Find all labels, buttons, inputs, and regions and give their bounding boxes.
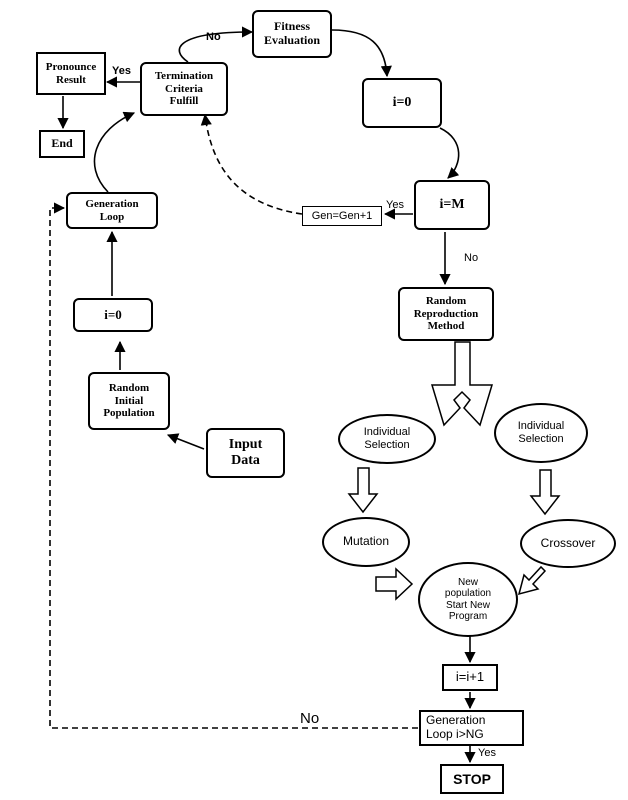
i0-left-node: i=0 xyxy=(73,298,153,332)
arrow-termination-to-fitness xyxy=(178,26,254,63)
dashed-geninc-to-termination xyxy=(200,113,303,215)
i0-top-node: i=0 xyxy=(362,78,442,128)
stop-node: STOP xyxy=(440,764,504,794)
fork-arrow xyxy=(430,341,494,427)
pronounce-result-node: Pronounce Result xyxy=(36,52,106,95)
arrow-genloop-to-termination xyxy=(93,111,136,193)
generation-loop-left-node: Generation Loop xyxy=(66,192,158,229)
hollow-arrow-mutation-to-newpop xyxy=(375,567,414,601)
mutation-node: Mutation xyxy=(322,517,410,567)
label-yes-pronounce: Yes xyxy=(112,65,131,77)
arrow-input-to-randominit xyxy=(166,433,205,450)
label-no-termination: No xyxy=(206,31,221,43)
label-yes-stop: Yes xyxy=(478,747,496,759)
arrow-fitness-to-i0 xyxy=(331,29,392,78)
hollow-arrow-right-selection-to-crossover xyxy=(529,469,561,516)
label-no-iM: No xyxy=(464,252,479,264)
random-initial-population-node: Random Initial Population xyxy=(88,372,170,430)
hollow-arrow-crossover-to-newpop xyxy=(517,565,547,596)
dashed-genloop-bottom-to-left xyxy=(49,202,418,729)
random-reproduction-method-node: Random Reproduction Method xyxy=(398,287,494,341)
gen-increment-node: Gen=Gen+1 xyxy=(302,206,382,226)
input-data-node: Input Data xyxy=(206,428,285,478)
new-population-node: New population Start New Program xyxy=(418,562,518,637)
arrow-i0-to-iM xyxy=(439,127,460,179)
individual-selection-right-node: Individual Selection xyxy=(494,403,588,463)
hollow-arrow-left-selection-to-mutation xyxy=(347,467,379,514)
i-increment-node: i=i+1 xyxy=(442,664,498,691)
iM-node: i=M xyxy=(414,180,490,230)
fitness-evaluation-node: Fitness Evaluation xyxy=(252,10,332,58)
individual-selection-left-node: Individual Selection xyxy=(338,414,436,464)
generation-loop-bottom-node: Generation Loop i>NG xyxy=(419,710,524,746)
label-yes-gen: Yes xyxy=(386,199,404,211)
termination-criteria-node: Termination Criteria Fulfill xyxy=(140,62,228,116)
end-node: End xyxy=(39,130,85,158)
label-no-bottom: No xyxy=(300,710,320,727)
crossover-node: Crossover xyxy=(520,519,616,568)
